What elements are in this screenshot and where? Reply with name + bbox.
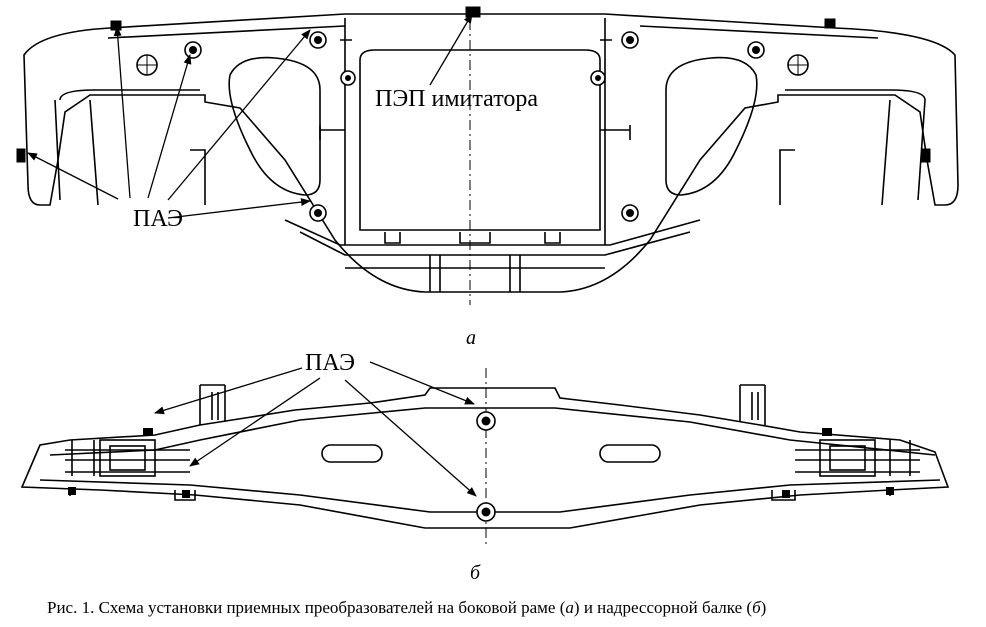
caption-mid: ) и надрессорной балке ( bbox=[573, 598, 753, 617]
sensors-a bbox=[16, 6, 931, 222]
caption-a: а bbox=[565, 598, 574, 617]
figure-caption: Рис. 1. Схема установки приемных преобра… bbox=[47, 598, 766, 618]
arrows-b bbox=[154, 361, 477, 497]
subfigure-label-b: б bbox=[470, 562, 481, 584]
simulator-sensor-label: ПЭП имитатора bbox=[375, 86, 539, 112]
sensors-b bbox=[68, 411, 894, 522]
subfigure-label-a: а bbox=[466, 327, 476, 349]
arrows-a bbox=[27, 13, 473, 219]
caption-b: б bbox=[752, 598, 761, 617]
caption-suffix: ) bbox=[760, 598, 767, 617]
pae-label-b: ПАЭ bbox=[305, 350, 355, 376]
side-frame bbox=[23, 13, 959, 305]
caption-prefix: Рис. 1. Схема установки приемных преобра… bbox=[47, 598, 566, 617]
pae-label-a: ПАЭ bbox=[133, 206, 183, 232]
